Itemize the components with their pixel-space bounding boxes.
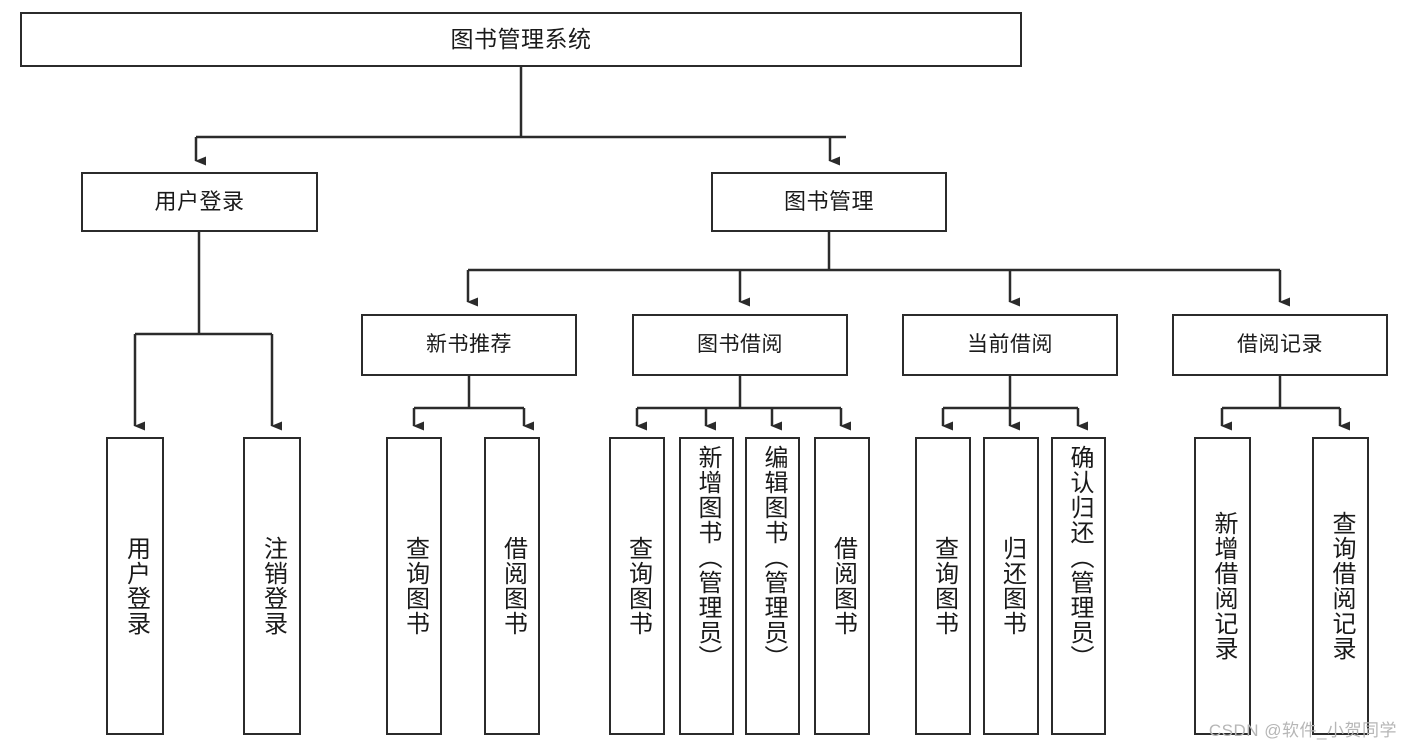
node-label: 新增图书（管理员）	[693, 445, 721, 670]
node-leaf-borrow-book-2[interactable]: 借阅图书	[814, 437, 870, 735]
node-new-book-recommend[interactable]: 新书推荐	[361, 314, 577, 376]
node-label: 图书借阅	[697, 332, 783, 356]
node-leaf-query-book-1[interactable]: 查询图书	[386, 437, 442, 735]
node-leaf-return-book[interactable]: 归还图书	[983, 437, 1039, 735]
node-label: 确认归还（管理员）	[1065, 445, 1093, 670]
node-label: 借阅图书	[829, 536, 857, 636]
node-label: 借阅图书	[499, 536, 527, 636]
node-label: 用户登录	[122, 536, 150, 636]
node-label: 新增借阅记录	[1209, 511, 1237, 661]
node-label: 查询借阅记录	[1327, 511, 1355, 661]
node-current-borrow[interactable]: 当前借阅	[902, 314, 1118, 376]
node-label: 查询图书	[930, 536, 958, 636]
node-label: 图书管理系统	[450, 26, 592, 53]
node-leaf-add-record[interactable]: 新增借阅记录	[1194, 437, 1251, 735]
node-label: 查询图书	[401, 536, 429, 636]
node-label: 注销登录	[259, 536, 287, 636]
node-leaf-query-book-3[interactable]: 查询图书	[915, 437, 971, 735]
node-label: 图书管理	[783, 189, 874, 215]
node-borrow-record[interactable]: 借阅记录	[1172, 314, 1388, 376]
node-label: 当前借阅	[967, 332, 1053, 356]
node-user-login[interactable]: 用户登录	[81, 172, 318, 232]
node-leaf-logout-login[interactable]: 注销登录	[243, 437, 301, 735]
node-label: 查询图书	[624, 536, 652, 636]
node-leaf-confirm-return[interactable]: 确认归还（管理员）	[1051, 437, 1106, 735]
node-label: 归还图书	[998, 536, 1026, 636]
node-book-borrow[interactable]: 图书借阅	[632, 314, 848, 376]
node-book-management[interactable]: 图书管理	[711, 172, 947, 232]
node-book-management-system[interactable]: 图书管理系统	[20, 12, 1022, 67]
node-label: 用户登录	[154, 189, 245, 215]
node-leaf-query-book-2[interactable]: 查询图书	[609, 437, 665, 735]
node-leaf-user-login[interactable]: 用户登录	[106, 437, 164, 735]
node-label: 新书推荐	[426, 332, 512, 356]
node-label: 借阅记录	[1237, 332, 1323, 356]
node-leaf-add-book[interactable]: 新增图书（管理员）	[679, 437, 734, 735]
node-leaf-borrow-book-1[interactable]: 借阅图书	[484, 437, 540, 735]
node-label: 编辑图书（管理员）	[759, 445, 787, 670]
node-leaf-query-record[interactable]: 查询借阅记录	[1312, 437, 1369, 735]
node-leaf-edit-book[interactable]: 编辑图书（管理员）	[745, 437, 800, 735]
